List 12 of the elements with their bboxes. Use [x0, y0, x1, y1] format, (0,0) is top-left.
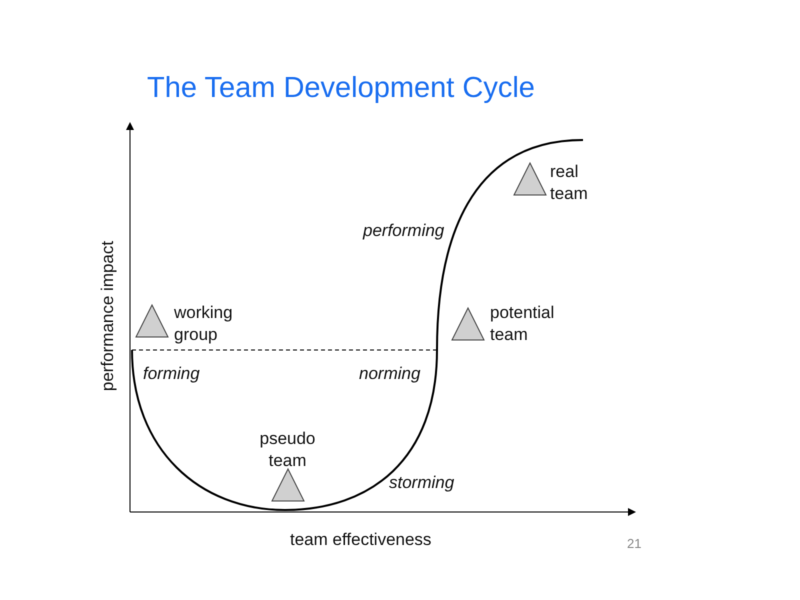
stage-label: storming — [389, 472, 454, 494]
stage-label: norming — [359, 363, 420, 385]
team-label: working group — [174, 302, 234, 346]
page-number: 21 — [627, 535, 642, 553]
team-label: potential team — [490, 302, 556, 346]
stage-label: forming — [143, 363, 200, 385]
title: The Team Development Cycle — [147, 72, 535, 105]
team-label: real team — [550, 161, 589, 205]
axis-label: team effectiveness — [290, 529, 432, 551]
stage-label: performing — [363, 220, 444, 242]
team-label: pseudo team — [258, 428, 316, 472]
axis-label: performance impact — [97, 240, 118, 392]
